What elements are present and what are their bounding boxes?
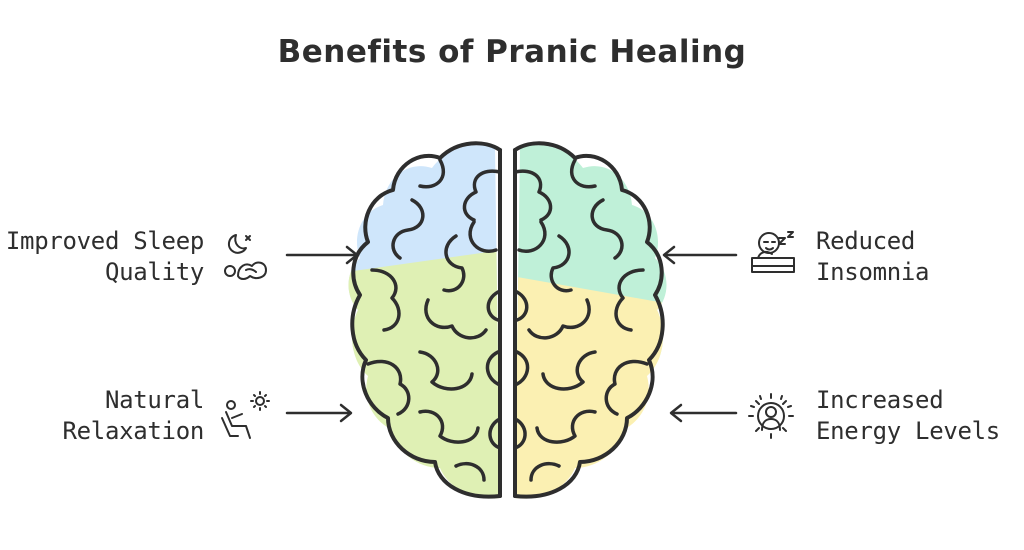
diagram-title: Benefits of Pranic Healing xyxy=(277,34,747,70)
label-reduced-insomnia: Reduced Insomnia xyxy=(816,226,1024,288)
fold xyxy=(488,418,502,450)
sleeping-zzz-icon xyxy=(751,231,795,273)
label-line: Relaxation xyxy=(62,417,205,445)
brain-folds xyxy=(366,158,649,482)
fold xyxy=(454,461,486,482)
relaxing-person-sun-icon xyxy=(221,391,270,439)
arrow-left-insomnia xyxy=(662,245,738,265)
label-natural-relaxation: Natural Relaxation xyxy=(0,385,205,447)
label-line: Quality xyxy=(104,258,204,286)
fold xyxy=(486,290,500,322)
arrow-left-energy xyxy=(669,403,738,423)
fold xyxy=(418,350,474,391)
fold xyxy=(418,158,446,189)
label-improved-sleep-quality: Improved Sleep Quality xyxy=(0,226,204,288)
fold xyxy=(418,409,480,444)
radiant-person-icon xyxy=(748,393,794,439)
fold xyxy=(604,359,649,416)
fold xyxy=(513,418,527,450)
fold xyxy=(541,350,597,391)
fold xyxy=(590,198,624,260)
fold xyxy=(517,220,547,253)
label-increased-energy-levels: Increased Energy Levels xyxy=(816,385,1024,447)
label-line: Reduced xyxy=(816,227,916,255)
fold xyxy=(515,290,529,322)
fold xyxy=(424,298,488,340)
fold xyxy=(529,461,561,482)
fold xyxy=(391,198,425,260)
label-line: Increased xyxy=(816,386,944,414)
label-line: Insomnia xyxy=(816,258,930,286)
label-line: Improved Sleep xyxy=(5,227,204,255)
arrow-right-relaxation xyxy=(285,403,353,423)
fold xyxy=(549,234,573,293)
fold xyxy=(527,298,591,340)
fold xyxy=(513,169,553,222)
arrows xyxy=(285,245,738,423)
left-hemisphere-outline xyxy=(350,141,502,499)
fold xyxy=(535,409,597,444)
fold xyxy=(370,268,401,332)
fold xyxy=(468,220,498,253)
fold xyxy=(614,268,645,332)
label-line: Natural xyxy=(104,386,204,414)
fold xyxy=(462,169,502,222)
fold xyxy=(485,350,500,386)
fold xyxy=(442,234,466,293)
fold xyxy=(366,359,411,416)
sleeping-person-icon xyxy=(224,234,267,280)
lower-right-lobe-fill xyxy=(515,276,667,499)
right-hemisphere-outline xyxy=(513,141,665,499)
fold xyxy=(569,158,597,189)
fold xyxy=(515,350,530,386)
brain-outline xyxy=(350,141,665,499)
arrow-right-sleep xyxy=(285,245,359,265)
label-line: Energy Levels xyxy=(816,417,1000,445)
